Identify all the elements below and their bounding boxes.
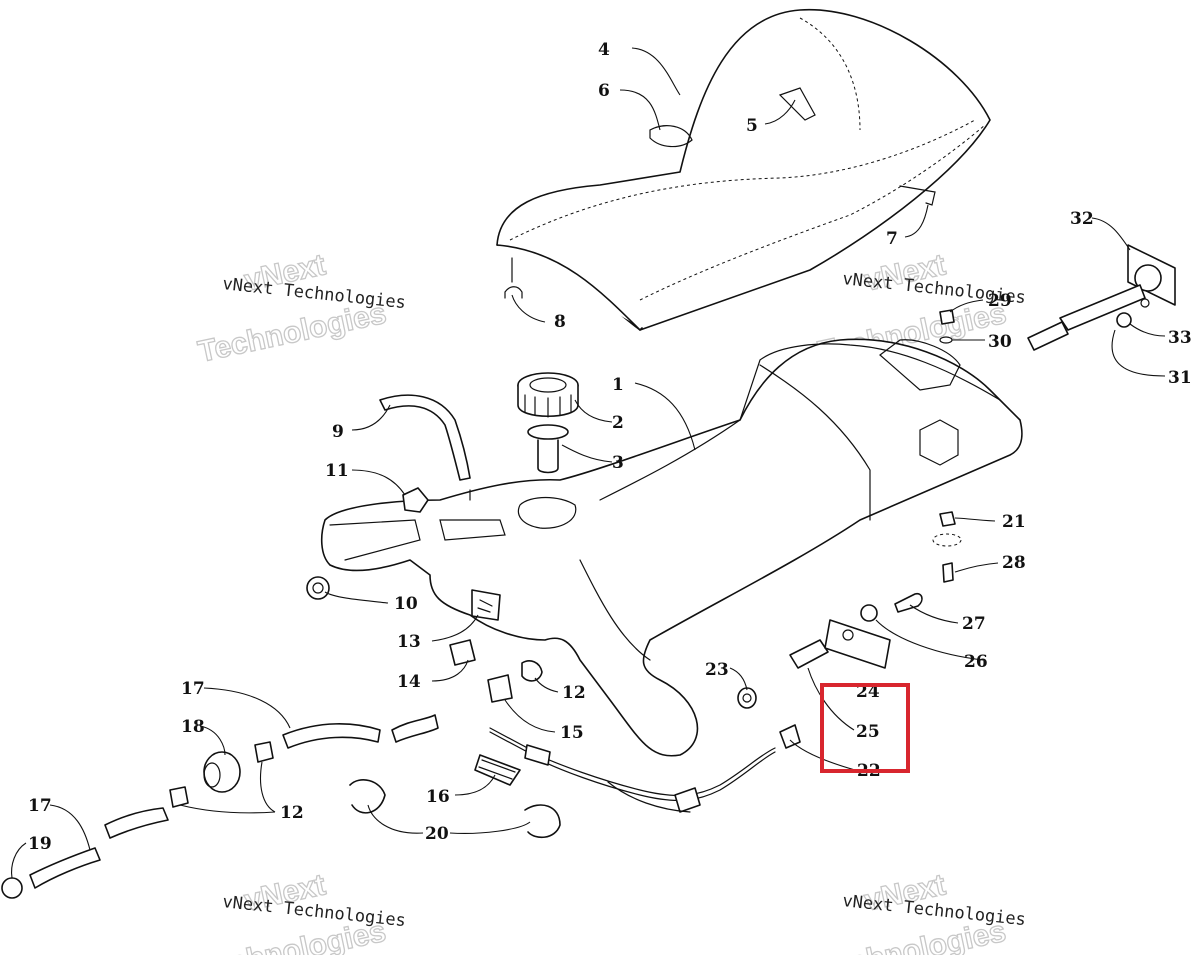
callout-30: 30: [988, 332, 1012, 352]
nut-part: [932, 309, 962, 583]
choke-cable-part: [489, 727, 776, 813]
callout-20: 20: [425, 824, 449, 844]
fuel-line-lower-part: [1, 807, 169, 899]
callout-21: 21: [1002, 512, 1026, 532]
ring-part: [349, 779, 561, 839]
highlight-box: [820, 683, 910, 773]
callout-9: 9: [332, 422, 344, 442]
callout-labels: 1 2 3 4 5 6 7 8 9 10 11 12 12 13 14 15 1…: [28, 40, 1192, 854]
body-tank-part: [320, 338, 1023, 757]
callout-19: 19: [28, 834, 52, 854]
callout-17-lower: 17: [28, 796, 52, 816]
key-switch-part: [1027, 244, 1176, 351]
callout-18: 18: [181, 717, 205, 737]
callout-13: 13: [397, 632, 421, 652]
bracket-part: [824, 592, 923, 669]
callout-27: 27: [962, 614, 986, 634]
callout-28: 28: [1002, 553, 1026, 573]
callout-12-filter: 12: [280, 803, 304, 823]
grommet-part: [402, 487, 429, 513]
callout-33: 33: [1168, 328, 1192, 348]
callout-3: 3: [612, 453, 624, 473]
callout-25: 25: [856, 722, 880, 742]
callout-29: 29: [988, 291, 1012, 311]
callout-11: 11: [325, 461, 349, 481]
watermark-bottom-right: vNext Technologies vNext Technologies: [814, 868, 1027, 955]
callout-15: 15: [560, 723, 584, 743]
leader-lines: [11, 47, 1166, 879]
callout-8: 8: [554, 312, 566, 332]
fuel-cap-part: [517, 372, 579, 418]
callout-5: 5: [746, 116, 758, 136]
callout-23: 23: [705, 660, 729, 680]
fuel-filter-part: [169, 741, 274, 808]
switch-part: [779, 639, 829, 749]
callout-7: 7: [886, 229, 898, 249]
callout-12-valve: 12: [562, 683, 586, 703]
watermark-top-left: vNext Technologies vNext Technologies: [195, 248, 407, 370]
callout-26: 26: [964, 652, 988, 672]
callout-10: 10: [394, 594, 418, 614]
callout-2: 2: [612, 413, 624, 433]
fuel-line-upper-part: [282, 714, 439, 749]
callout-31: 31: [1168, 368, 1192, 388]
fuel-valve-part: [449, 639, 543, 703]
callout-4: 4: [598, 40, 610, 60]
watermark-bottom-left: vNext Technologies vNext Technologies: [194, 868, 407, 955]
star-washer-part: [306, 576, 330, 600]
callout-16: 16: [426, 787, 450, 807]
callout-1: 1: [612, 375, 624, 395]
callout-14: 14: [397, 672, 421, 692]
callout-32: 32: [1070, 209, 1094, 229]
fuel-sender-part: [527, 424, 569, 474]
callout-17-upper: 17: [181, 679, 205, 699]
spring-part: [474, 754, 521, 786]
bushing-part: [737, 687, 757, 709]
seat-part: [496, 8, 991, 331]
callout-6: 6: [598, 81, 610, 101]
vent-hose-part: [379, 394, 471, 481]
